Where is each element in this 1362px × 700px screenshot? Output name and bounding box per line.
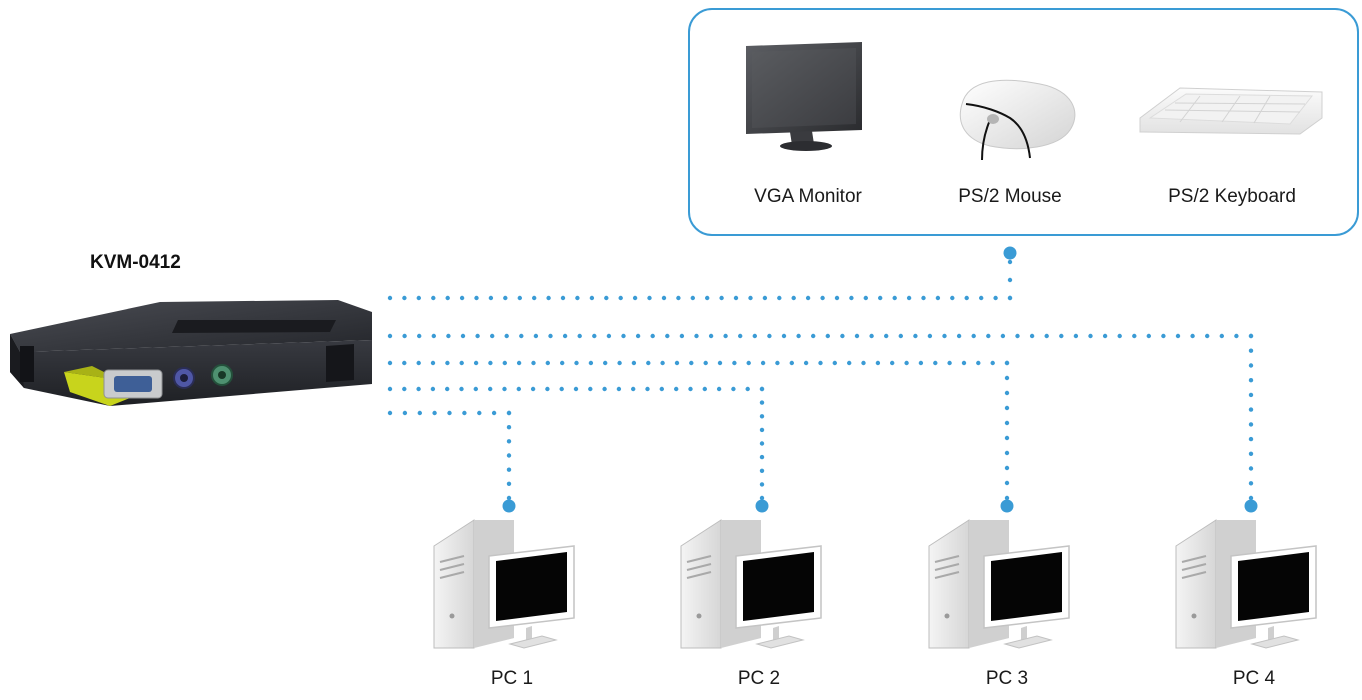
- monitor-icon: [746, 42, 862, 151]
- kvm-device-image: [10, 300, 372, 406]
- connector-console-vertical: [1007, 259, 1013, 301]
- connector-pc-4-vertical: [1248, 333, 1254, 501]
- pc-1-icon: [433, 519, 575, 649]
- connector-pc-2-vertical: [759, 386, 765, 501]
- connector-pc-1-vertical: [506, 410, 512, 501]
- connector-pc-1-endpoint: [502, 499, 516, 513]
- peripheral-label-monitor: VGA Monitor: [754, 186, 862, 207]
- connector-console-horizontal: [387, 295, 1013, 301]
- pc-3-icon: [928, 519, 1070, 649]
- pc-label-1: PC 1: [490, 668, 534, 689]
- peripheral-label-keyboard: PS/2 Keyboard: [1168, 186, 1296, 207]
- device-name-label: KVM-0412: [90, 252, 181, 273]
- connector-pc-4-endpoint: [1244, 499, 1258, 513]
- connector-pc-3-vertical: [1004, 360, 1010, 501]
- pc-label-2: PC 2: [737, 668, 781, 689]
- connector-console-endpoint: [1003, 246, 1017, 260]
- mouse-icon: [959, 79, 1076, 161]
- connector-pc-2-endpoint: [755, 499, 769, 513]
- keyboard-icon: [1139, 87, 1323, 135]
- pc-label-3: PC 3: [985, 668, 1029, 689]
- connector-pc-1-horizontal: [387, 410, 512, 416]
- connector-pc-3-endpoint: [1000, 499, 1014, 513]
- pc-label-4: PC 4: [1232, 668, 1276, 689]
- peripherals-group: [688, 8, 1359, 236]
- connector-pc-4-horizontal: [387, 333, 1254, 339]
- connector-pc-2-horizontal: [387, 386, 765, 392]
- pc-4-icon: [1175, 519, 1317, 649]
- peripheral-label-mouse: PS/2 Mouse: [958, 186, 1062, 207]
- connector-pc-3-horizontal: [387, 360, 1010, 366]
- pc-2-icon: [680, 519, 822, 649]
